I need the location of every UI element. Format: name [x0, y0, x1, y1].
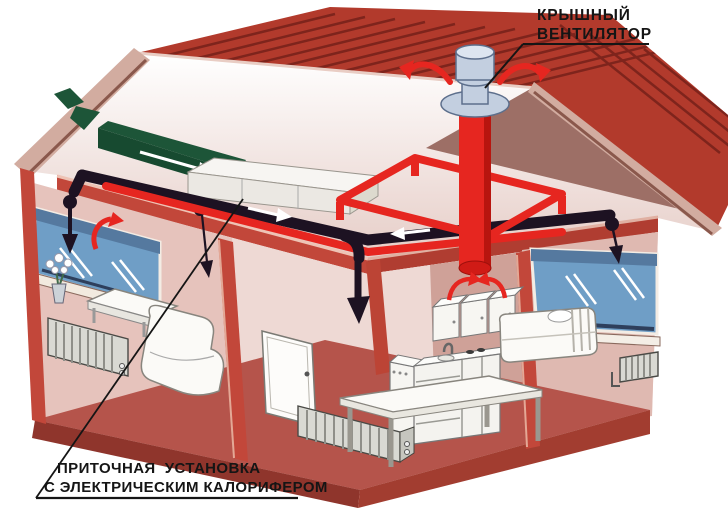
supply-drop-right — [605, 217, 623, 264]
left-room-furniture — [47, 288, 225, 396]
right-verge — [528, 82, 722, 236]
right-room-furniture — [498, 307, 659, 387]
faucet — [442, 342, 454, 354]
airflow-arrow — [276, 208, 292, 222]
divider-middle-kitchen — [366, 259, 390, 375]
exhaust-curl-left-room — [91, 212, 124, 250]
supply-air-arrow — [62, 234, 78, 254]
flower-pot — [45, 253, 73, 304]
roof-fan-label: КРЫШНЫЙ ВЕНТИЛЯТОР — [484, 6, 652, 89]
stove-burner — [466, 350, 474, 354]
roof-exhaust-arrows — [399, 60, 551, 85]
sofa — [140, 304, 225, 396]
intake-arrow-icon — [54, 88, 84, 109]
supply-air-arrow — [347, 296, 370, 324]
supply-duct-black — [62, 169, 616, 278]
supply-air-arrow — [609, 245, 623, 264]
exhaust-duct-ceiling — [102, 182, 566, 256]
roof-fan-label-line2: ВЕНТИЛЯТОР — [537, 26, 652, 43]
intake-arrow-icon — [70, 106, 100, 130]
divider-left-middle — [218, 238, 248, 462]
supply-unit-label-line1: ПРИТОЧНАЯ УСТАНОВКА — [57, 460, 261, 477]
sink — [437, 354, 455, 362]
roof-fan-label-line1: КРЫШНЫЙ — [537, 6, 631, 24]
bed — [498, 307, 598, 363]
roof-underside — [426, 88, 700, 214]
dining-table — [339, 375, 543, 467]
supply-unit-label: ПРИТОЧНАЯ УСТАНОВКА С ЭЛЕКТРИЧЕСКИМ КАЛО… — [35, 198, 328, 500]
radiator-left — [47, 317, 129, 377]
roof-fan — [399, 44, 551, 118]
roof-exhaust-stack — [446, 98, 508, 301]
supply-unit-label-line2: С ЭЛЕКТРИЧЕСКИМ КАЛОРИФЕРОМ — [44, 479, 328, 496]
radiator-right — [611, 351, 659, 387]
left-wall-edge — [20, 168, 46, 424]
stove-burner — [477, 348, 485, 352]
exhaust-air-arrows — [446, 272, 508, 301]
supply-air-arrow — [200, 260, 213, 278]
airflow-arrow — [390, 227, 405, 240]
supply-drop-middle — [339, 230, 370, 324]
